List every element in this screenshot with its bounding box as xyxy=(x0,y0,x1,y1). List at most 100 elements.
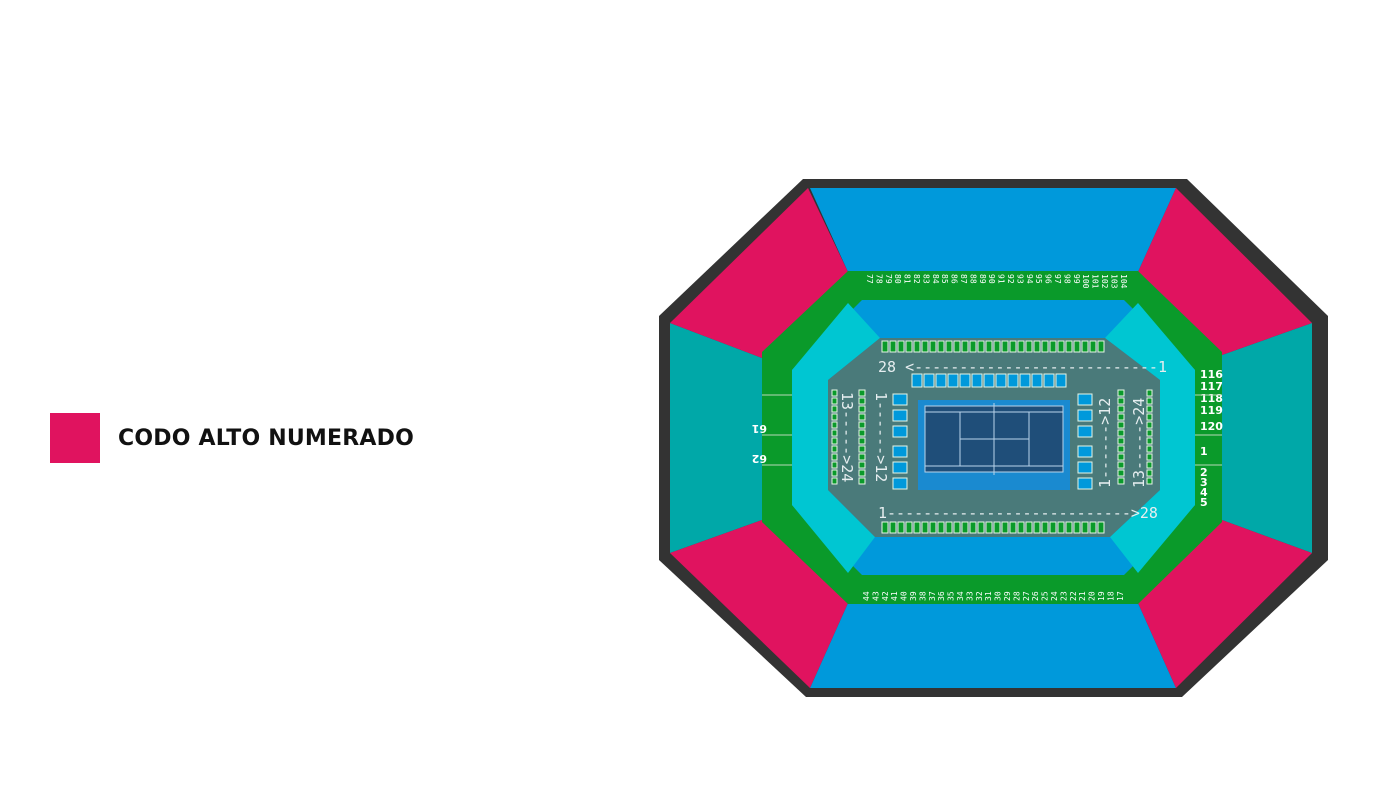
floor-seat-bottom[interactable] xyxy=(1001,521,1009,534)
floor-seat-bottom[interactable] xyxy=(1025,521,1033,534)
side-seat-right[interactable] xyxy=(1117,437,1125,445)
side-seat-right[interactable] xyxy=(1146,453,1153,461)
court-seat-top[interactable] xyxy=(959,373,971,388)
floor-seat-bottom[interactable] xyxy=(993,521,1001,534)
side-seat-right[interactable] xyxy=(1146,445,1153,453)
floor-seat-bottom[interactable] xyxy=(953,521,961,534)
side-seat-right[interactable] xyxy=(1117,429,1125,437)
court-seat-right[interactable] xyxy=(1077,393,1093,406)
court-seat-top[interactable] xyxy=(1031,373,1043,388)
floor-seat-bottom[interactable] xyxy=(985,521,993,534)
side-seat-right[interactable] xyxy=(1117,453,1125,461)
floor-seat-bottom[interactable] xyxy=(1089,521,1097,534)
side-seat-left[interactable] xyxy=(858,429,866,437)
floor-seat-top[interactable] xyxy=(889,340,897,353)
court-seat-top[interactable] xyxy=(971,373,983,388)
floor-seat-bottom[interactable] xyxy=(1097,521,1105,534)
side-seat-right[interactable] xyxy=(1146,421,1153,429)
side-seat-left[interactable] xyxy=(858,477,866,485)
side-seat-right[interactable] xyxy=(1117,477,1125,485)
floor-seat-bottom[interactable] xyxy=(929,521,937,534)
floor-seat-bottom[interactable] xyxy=(1073,521,1081,534)
floor-seat-bottom[interactable] xyxy=(881,521,889,534)
court-seat-left[interactable] xyxy=(892,461,908,474)
floor-seat-top[interactable] xyxy=(1097,340,1105,353)
side-seat-left[interactable] xyxy=(858,413,866,421)
floor-seat-top[interactable] xyxy=(881,340,889,353)
side-seat-right[interactable] xyxy=(1146,461,1153,469)
court-seat-top[interactable] xyxy=(1055,373,1067,388)
floor-seat-top[interactable] xyxy=(1009,340,1017,353)
floor-seat-bottom[interactable] xyxy=(945,521,953,534)
court-seat-right[interactable] xyxy=(1077,461,1093,474)
floor-seat-bottom[interactable] xyxy=(905,521,913,534)
court-seat-right[interactable] xyxy=(1077,409,1093,422)
side-seat-left[interactable] xyxy=(858,461,866,469)
side-seat-right[interactable] xyxy=(1146,413,1153,421)
court-seat-left[interactable] xyxy=(892,477,908,490)
side-seat-right[interactable] xyxy=(1117,469,1125,477)
side-seat-right[interactable] xyxy=(1117,397,1125,405)
codo-alto-bottom-right[interactable] xyxy=(1138,520,1312,688)
codo-alto-bottom-left[interactable] xyxy=(670,520,848,688)
side-seat-left[interactable] xyxy=(831,389,838,397)
floor-seat-bottom[interactable] xyxy=(897,521,905,534)
court-seat-top[interactable] xyxy=(947,373,959,388)
court-seat-top[interactable] xyxy=(1007,373,1019,388)
court-seat-top[interactable] xyxy=(911,373,923,388)
side-seat-left[interactable] xyxy=(831,461,838,469)
side-seat-left[interactable] xyxy=(858,397,866,405)
side-seat-left[interactable] xyxy=(858,389,866,397)
floor-seat-bottom[interactable] xyxy=(1049,521,1057,534)
floor-seat-top[interactable] xyxy=(985,340,993,353)
side-seat-left[interactable] xyxy=(831,437,838,445)
side-seat-left[interactable] xyxy=(831,469,838,477)
side-seat-left[interactable] xyxy=(831,413,838,421)
floor-seat-top[interactable] xyxy=(945,340,953,353)
floor-seat-bottom[interactable] xyxy=(937,521,945,534)
floor-seat-bottom[interactable] xyxy=(961,521,969,534)
side-seat-left[interactable] xyxy=(831,421,838,429)
floor-seat-top[interactable] xyxy=(1041,340,1049,353)
side-seat-right[interactable] xyxy=(1117,445,1125,453)
court-seat-right[interactable] xyxy=(1077,425,1093,438)
floor-seat-top[interactable] xyxy=(1081,340,1089,353)
floor-seat-bottom[interactable] xyxy=(913,521,921,534)
side-seat-left[interactable] xyxy=(831,453,838,461)
floor-seat-top[interactable] xyxy=(929,340,937,353)
floor-seat-top[interactable] xyxy=(937,340,945,353)
side-seat-right[interactable] xyxy=(1117,405,1125,413)
floor-seat-top[interactable] xyxy=(1065,340,1073,353)
side-seat-left[interactable] xyxy=(831,405,838,413)
floor-seat-bottom[interactable] xyxy=(969,521,977,534)
floor-seat-top[interactable] xyxy=(897,340,905,353)
floor-seat-top[interactable] xyxy=(905,340,913,353)
floor-seat-bottom[interactable] xyxy=(1057,521,1065,534)
side-seat-right[interactable] xyxy=(1146,397,1153,405)
court-seat-right[interactable] xyxy=(1077,445,1093,458)
floor-seat-top[interactable] xyxy=(1025,340,1033,353)
floor-seat-top[interactable] xyxy=(953,340,961,353)
side-seat-right[interactable] xyxy=(1117,389,1125,397)
floor-seat-bottom[interactable] xyxy=(889,521,897,534)
court-seat-left[interactable] xyxy=(892,409,908,422)
floor-seat-bottom[interactable] xyxy=(1009,521,1017,534)
side-seat-right[interactable] xyxy=(1146,389,1153,397)
floor-seat-top[interactable] xyxy=(921,340,929,353)
floor-seat-bottom[interactable] xyxy=(977,521,985,534)
side-seat-left[interactable] xyxy=(831,445,838,453)
floor-seat-bottom[interactable] xyxy=(921,521,929,534)
court-seat-top[interactable] xyxy=(1043,373,1055,388)
floor-seat-top[interactable] xyxy=(1049,340,1057,353)
side-seat-left[interactable] xyxy=(831,397,838,405)
floor-seat-top[interactable] xyxy=(1089,340,1097,353)
side-seat-left[interactable] xyxy=(858,405,866,413)
floor-seat-top[interactable] xyxy=(1057,340,1065,353)
floor-seat-bottom[interactable] xyxy=(1017,521,1025,534)
floor-seat-top[interactable] xyxy=(1073,340,1081,353)
floor-seat-bottom[interactable] xyxy=(1041,521,1049,534)
side-seat-right[interactable] xyxy=(1146,477,1153,485)
side-seat-left[interactable] xyxy=(858,469,866,477)
floor-seat-top[interactable] xyxy=(913,340,921,353)
court-seat-top[interactable] xyxy=(995,373,1007,388)
